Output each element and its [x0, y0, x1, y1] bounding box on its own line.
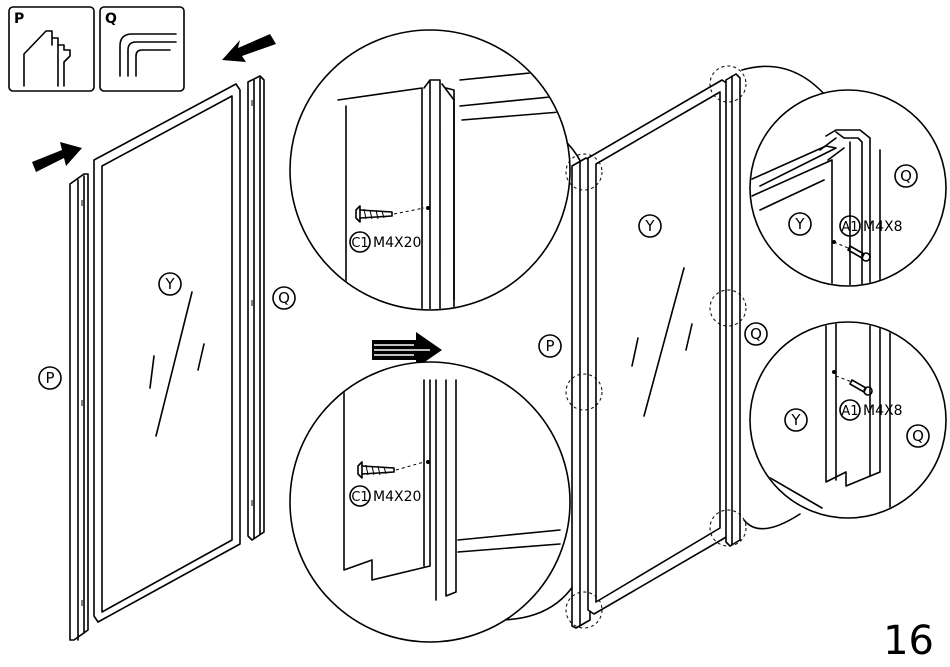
page-number: 16	[883, 618, 934, 664]
key-panel-p: P	[9, 7, 94, 91]
detail-bottom-screw-size: M4X20	[373, 489, 421, 505]
detail-right-bottom-screw-id: A1	[841, 404, 858, 419]
detail-right-bottom-label-y: Y	[790, 411, 801, 429]
key-panel-q: Q	[100, 7, 184, 91]
detail-top-screw-size: M4X20	[373, 235, 421, 251]
detail-right-bottom-screw-size: M4X8	[863, 403, 902, 419]
assembled-label-y: Y	[644, 217, 655, 235]
detail-bottom: C1 M4X20	[290, 362, 586, 642]
detail-right-top-label-y: Y	[794, 215, 805, 233]
assembled-label-p: P	[545, 337, 554, 355]
exploded-label-q: Q	[278, 289, 290, 307]
profile-p	[70, 174, 88, 640]
profile-q	[248, 76, 264, 540]
key-panel-p-letter: P	[14, 11, 24, 27]
arrow-left-icon	[222, 34, 276, 62]
glass-panel-y	[94, 84, 240, 622]
arrow-right-icon	[32, 142, 82, 172]
detail-top-screw-id: C1	[351, 236, 368, 251]
detail-right-top-label-q: Q	[900, 167, 912, 185]
detail-right-bottom-label-q: Q	[912, 427, 924, 445]
exploded-view: Y P Q	[32, 34, 295, 640]
detail-top: C1 M4X20	[290, 30, 588, 320]
exploded-label-y: Y	[164, 275, 175, 293]
detail-right-top-screw-size: M4X8	[863, 219, 902, 235]
key-panel-q-letter: Q	[105, 11, 117, 27]
detail-bottom-screw-id: C1	[351, 490, 368, 505]
detail-right-top-screw-id: A1	[841, 220, 858, 235]
exploded-label-p: P	[45, 369, 54, 387]
detail-right-top: Y Q A1 M4X8	[742, 66, 946, 290]
assembled-label-q: Q	[750, 325, 762, 343]
detail-right-bottom: Y Q A1 M4X8	[744, 320, 946, 529]
